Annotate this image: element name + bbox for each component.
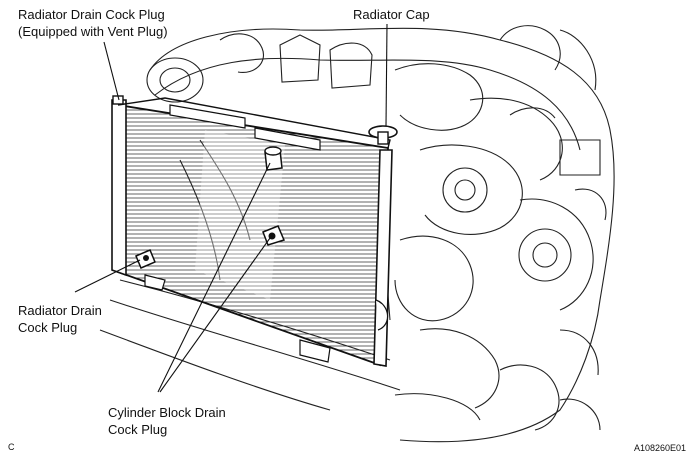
leader-cylinder-lower [159,237,271,393]
label-radiator-drain-left-line1: Radiator Drain [18,303,102,318]
radiator-drain-plug-part [135,249,156,269]
leader-vent-plug [103,41,120,101]
radiator [111,97,393,367]
label-radiator-drain-top-line2: (Equipped with Vent Plug) [18,24,168,39]
view-code: C [8,442,15,452]
leader-radiator-drain [74,259,141,293]
label-radiator-cap: Radiator Cap [353,7,430,22]
leader-radiator-cap [385,23,388,127]
radiator-cap-part [368,125,398,145]
leader-cylinder-upper [157,162,271,393]
label-cylinder-block-line2: Cock Plug [108,422,168,437]
radiator-left-tank [111,99,127,277]
label-cylinder-block-line1: Cylinder Block Drain [108,405,226,420]
leader-lines [74,23,388,393]
label-radiator-drain-left-line2: Cock Plug [18,320,78,335]
figure-id: A108260E01 [634,443,687,453]
label-radiator-drain-top-line1: Radiator Drain Cock Plug [18,7,165,22]
